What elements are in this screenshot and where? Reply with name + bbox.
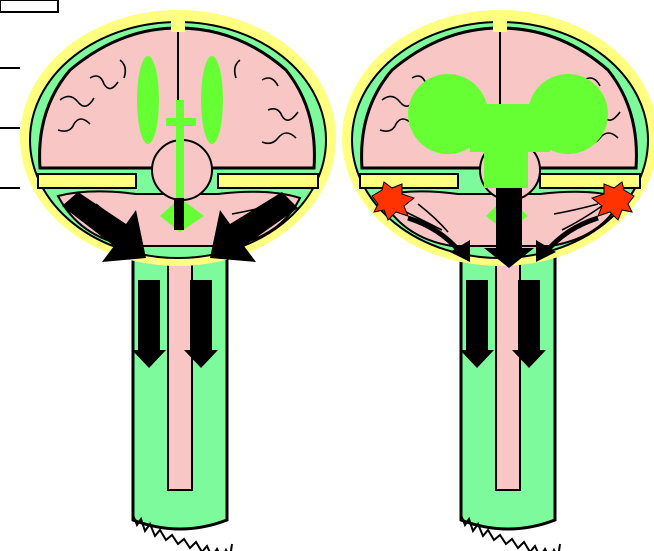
lateral-ventricle-left-a xyxy=(137,56,159,144)
panel-enlarged xyxy=(342,10,654,551)
tentorium-right-b xyxy=(540,174,640,188)
falx-top-right xyxy=(493,18,507,32)
label-box xyxy=(0,0,58,12)
lateral-ventricle-left-b xyxy=(201,56,223,144)
tentorium-right-a xyxy=(360,174,458,188)
tentorium-left-a xyxy=(38,174,136,188)
ventricle-bridge-left xyxy=(166,118,196,126)
aqueduct-arrow-left xyxy=(174,198,184,230)
spinal-cord-left xyxy=(168,232,192,490)
panel-normal xyxy=(20,10,336,551)
spinal-cord-right xyxy=(496,232,520,490)
third-ventricle-right xyxy=(484,140,528,188)
tentorium-left-b xyxy=(218,174,318,188)
falx-top-left xyxy=(171,18,185,32)
third-ventricle-left xyxy=(176,100,184,210)
